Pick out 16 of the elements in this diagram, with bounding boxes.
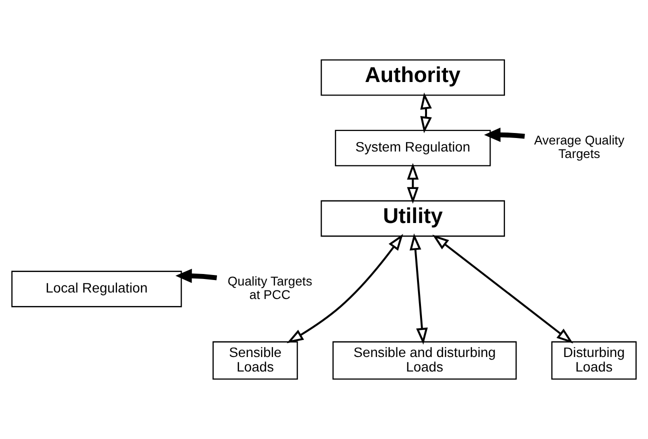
- node-box: Authority: [320, 59, 505, 96]
- arrow: [410, 233, 428, 345]
- arrow: [286, 234, 404, 344]
- arrow: [420, 92, 432, 134]
- arrow: [432, 234, 574, 344]
- arrow: [407, 162, 419, 204]
- node-box: Utility: [320, 200, 505, 237]
- node-box: Local Regulation: [11, 270, 182, 308]
- node-text: Quality Targets at PCC: [228, 273, 312, 302]
- node-box: Disturbing Loads: [551, 341, 637, 380]
- arrow: [175, 268, 218, 284]
- node-box: Sensible Loads: [212, 341, 298, 380]
- arrow: [484, 128, 525, 142]
- node-text: Average Quality Targets: [534, 132, 624, 162]
- node-box: Sensible and disturbing Loads: [332, 341, 517, 380]
- node-box: System Regulation: [334, 130, 491, 166]
